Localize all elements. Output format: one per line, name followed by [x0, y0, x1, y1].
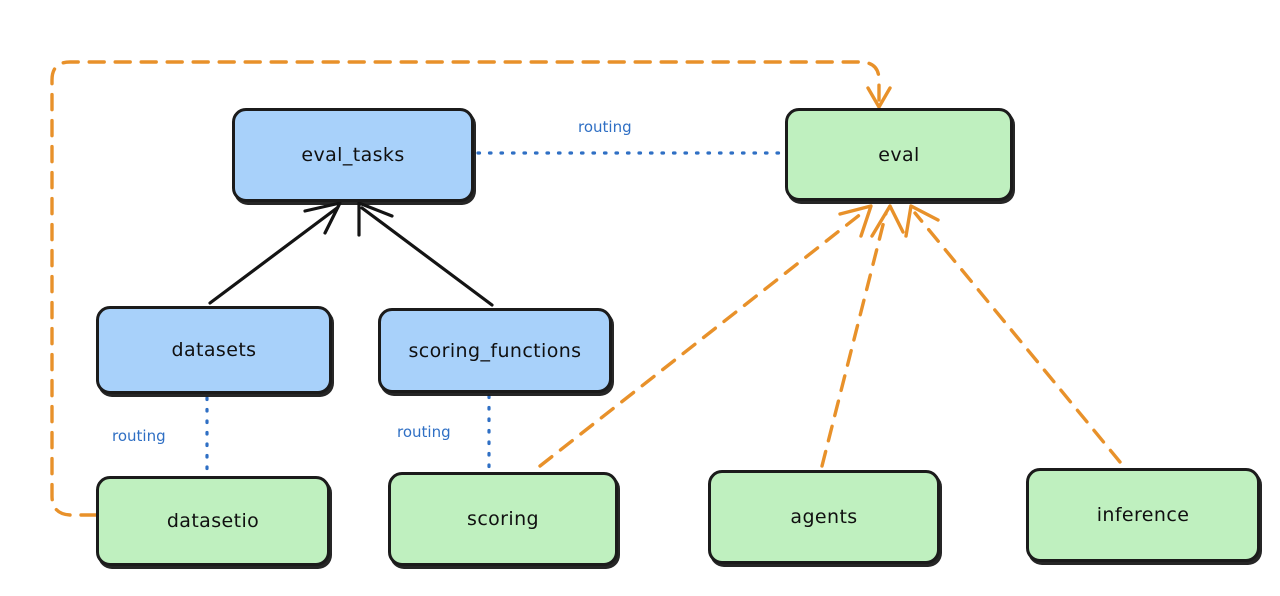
edge-inference-to-eval — [913, 211, 1122, 464]
node-eval-tasks[interactable]: eval_tasks — [232, 108, 474, 202]
edge-label-routing-eval-tasks: routing — [578, 118, 632, 136]
edge-inference-to-eval-arrowhead — [904, 204, 940, 238]
edge-scoring-to-eval-arrowhead — [838, 204, 873, 238]
node-datasets[interactable]: datasets — [96, 306, 332, 394]
edge-label-routing-scoring-functions: routing — [397, 423, 451, 441]
node-scoring-label: scoring — [467, 508, 539, 530]
node-datasets-label: datasets — [171, 339, 257, 361]
edge-datasetio-to-eval — [50, 60, 881, 517]
edge-scoring-to-eval — [538, 211, 864, 468]
node-eval-label: eval — [878, 143, 920, 166]
edge-agents-to-eval-arrowhead — [870, 204, 905, 238]
node-inference[interactable]: inference — [1026, 468, 1260, 562]
edge-agents-to-eval — [820, 211, 888, 468]
edge-datasetio-to-eval-arrowhead — [866, 86, 892, 109]
edge-scoring_functions-to-eval_tasks — [360, 206, 494, 307]
node-datasetio[interactable]: datasetio — [96, 476, 330, 566]
edge-datasets-to-eval_tasks — [208, 206, 339, 305]
edge-scoring_functions-to-eval_tasks-arrowhead — [357, 201, 394, 237]
node-datasetio-label: datasetio — [166, 510, 260, 532]
node-agents-label: agents — [790, 506, 858, 528]
node-scoring-functions-label: scoring_functions — [408, 339, 582, 362]
node-eval[interactable]: eval — [785, 108, 1013, 201]
node-scoring[interactable]: scoring — [388, 472, 618, 566]
edge-datasets-to-eval_tasks-arrowhead — [303, 201, 342, 235]
node-inference-label: inference — [1096, 504, 1190, 526]
node-agents[interactable]: agents — [708, 470, 940, 564]
node-scoring-functions[interactable]: scoring_functions — [378, 308, 612, 393]
edge-label-routing-datasets: routing — [112, 427, 166, 445]
node-eval-tasks-label: eval_tasks — [301, 144, 405, 166]
